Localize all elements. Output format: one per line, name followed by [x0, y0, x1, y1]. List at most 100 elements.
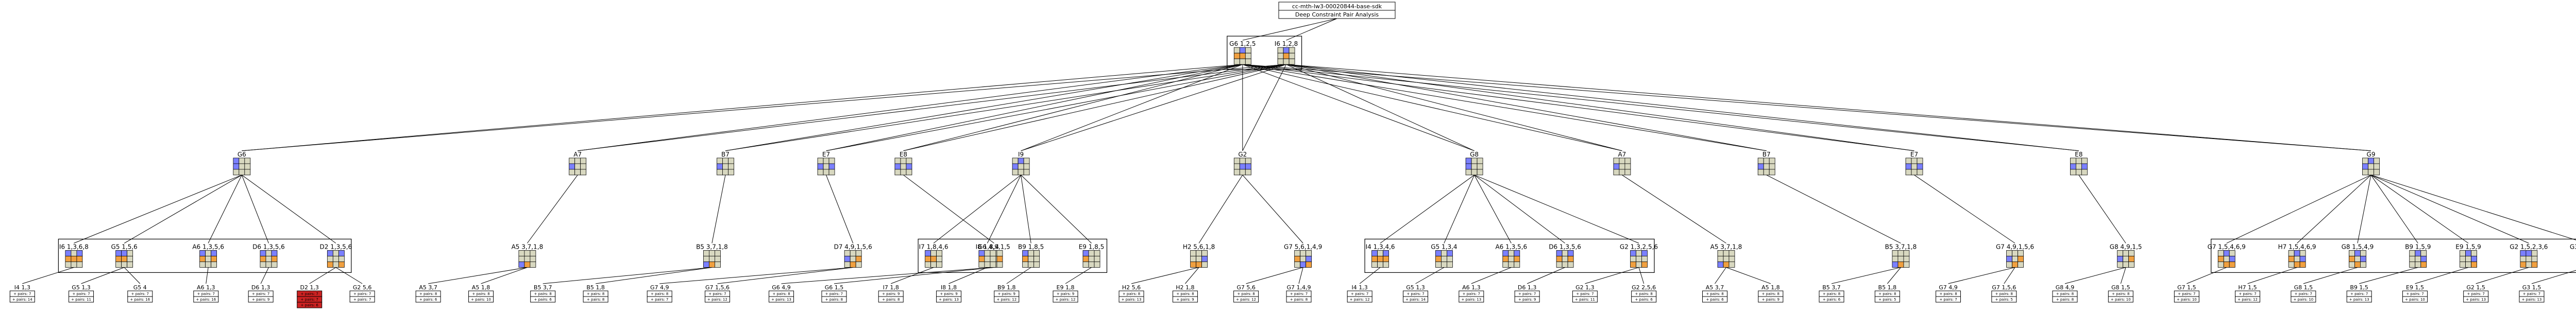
leaf-row-box — [878, 296, 904, 303]
leaf-title: G7 4,9 — [650, 284, 669, 291]
node-a6: I9 — [1012, 151, 1030, 176]
grid-cell — [717, 169, 723, 176]
grid-cell — [1201, 255, 1208, 262]
leaf-title: B5 1,8 — [586, 284, 605, 291]
leaf-row-text: + pairs: 9 — [882, 292, 900, 296]
leaf-l22: G7 5,6+ pairs: 8+ pairs: 12 — [1233, 284, 1259, 303]
node-label: A5 3,7,1,8 — [512, 243, 544, 250]
grid-cell — [1028, 255, 1035, 262]
edge — [2064, 267, 2126, 284]
edge — [903, 64, 1286, 151]
grid-cell — [1023, 158, 1030, 164]
grid-cell — [1233, 169, 1240, 176]
leaf-row-box — [1347, 296, 1372, 303]
leaf-row-text: + pairs: 8 — [825, 298, 843, 302]
edge — [933, 175, 1021, 244]
grid-cell — [1502, 261, 1509, 268]
grid-cell — [1562, 261, 1568, 268]
grid-cell — [2128, 255, 2135, 262]
grid-cell — [990, 261, 996, 268]
edge — [1185, 267, 1199, 284]
grid-cell — [1082, 250, 1089, 256]
grid-cell — [1556, 255, 1563, 262]
grid-cell — [205, 261, 212, 268]
node-b13: E9 1,8,5 — [1079, 243, 1105, 268]
leaf-row-text: + pairs: 7 — [2350, 292, 2368, 296]
leaf-title: A6 1,3 — [197, 284, 215, 291]
grid-cell — [569, 169, 575, 176]
grid-cell — [2018, 261, 2024, 268]
leaf-l15: G6 1,5+ pairs: 7+ pairs: 8 — [821, 284, 847, 303]
leaf-row-box — [248, 296, 274, 303]
edge — [2370, 175, 2418, 244]
node-label: G2 1,3,2,5,6 — [1620, 243, 1658, 250]
edge — [1242, 175, 1303, 244]
node-label: B5 3,7,1,8 — [1885, 243, 1917, 250]
grid-cell — [1289, 53, 1295, 59]
grid-cell — [2299, 261, 2306, 268]
edge — [1242, 64, 2079, 151]
grid-cell — [1082, 255, 1089, 262]
node-label: G6 — [238, 151, 246, 158]
grid-cell — [1088, 250, 1095, 256]
grid-cell — [1028, 250, 1035, 256]
grid-cell — [1294, 255, 1301, 262]
edge — [124, 175, 242, 244]
node-b17: G5 1,3,4 — [1431, 243, 1458, 268]
grid-cell — [569, 163, 575, 170]
grid-cell — [900, 169, 907, 176]
grid-cell — [2362, 169, 2368, 176]
grid-cell — [244, 163, 251, 170]
leaf-row-text: + pairs: 14 — [12, 298, 32, 302]
grid-cell — [233, 163, 240, 170]
leaf-l34: G7 4,9+ pairs: 8+ pairs: 7 — [1936, 284, 1961, 303]
grid-cell — [1717, 255, 1724, 262]
grid-cell — [1903, 250, 1910, 256]
grid-cell — [2117, 261, 2124, 268]
header-subtitle: Deep Constraint Pair Analysis — [1295, 11, 1379, 18]
grid-cell — [828, 169, 835, 176]
grid-cell — [1897, 261, 1904, 268]
grid-cell — [1613, 169, 1620, 176]
grid-cell — [817, 163, 824, 170]
node-label: A6 1,3,5,6 — [1495, 243, 1527, 250]
leaf-row-text: + pairs: 8 — [772, 292, 790, 296]
leaf-row-box — [2235, 296, 2261, 303]
grid-cell — [2415, 255, 2421, 262]
leaf-row-box — [2346, 296, 2372, 303]
grid-cell — [574, 158, 581, 164]
leaf-row-box — [2402, 296, 2428, 303]
edge — [1021, 64, 1286, 151]
edge — [1021, 175, 1031, 244]
grid-cell — [2420, 250, 2427, 256]
grid-cell — [2360, 255, 2366, 262]
node-b2: G5 1,5,6 — [111, 243, 138, 268]
grid-cell — [1277, 58, 1284, 65]
grid-cell — [1769, 163, 1775, 170]
edge — [2187, 267, 2227, 284]
leaf-l31: A5 1,8+ pairs: 8+ pairs: 9 — [1758, 284, 1784, 303]
grid-cell — [332, 250, 339, 256]
node-label: E9 1,8,5 — [1079, 243, 1105, 250]
grid-cell — [1245, 158, 1251, 164]
edge — [1359, 267, 1381, 284]
grid-cell — [2531, 255, 2538, 262]
leaf-row-text: + pairs: 12 — [1056, 298, 1076, 302]
edge — [1242, 64, 1475, 151]
grid-cell — [1190, 255, 1196, 262]
leaf-title: H7 1,5 — [2238, 284, 2257, 291]
cluster-frame — [2211, 238, 2576, 273]
grid-cell — [1897, 250, 1904, 256]
grid-cell — [2460, 261, 2466, 268]
node-label: G6 1,2,5 — [1229, 40, 1256, 47]
grid-cell — [2374, 169, 2380, 176]
grid-cell — [2368, 158, 2374, 164]
grid-cell — [327, 250, 333, 256]
node-label: I6 1,2,8 — [1275, 40, 1298, 47]
edge — [2297, 175, 2371, 244]
grid-cell — [1196, 250, 1202, 256]
grid-cell — [1514, 255, 1520, 262]
grid-cell — [1239, 47, 1246, 54]
node-a1: G6 — [233, 151, 251, 176]
grid-cell — [2409, 255, 2416, 262]
